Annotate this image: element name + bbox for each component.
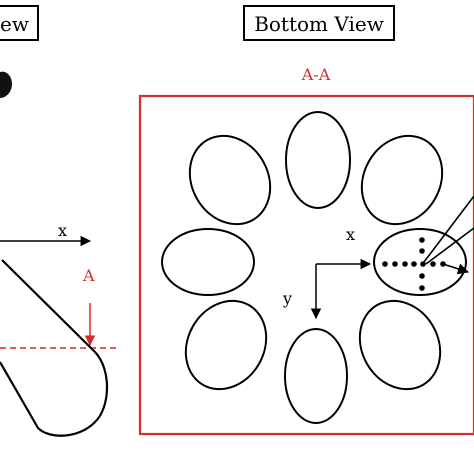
section-title: A-A [301,65,331,84]
section-marker-label: A [82,266,95,285]
ellipse-ring [161,111,467,424]
callout-lines [423,195,474,275]
left-title-fragment: ew [0,12,29,36]
section-frame [138,94,474,436]
sensor-dot-cross [382,237,446,291]
dark-blob [0,71,12,98]
local-x-axis-label: x [346,225,355,244]
ellipse-bottom-right [358,299,442,391]
left-x-axis-label: x [58,221,67,240]
ellipse-bottom [284,328,348,424]
ellipse-bottom-left [184,299,268,391]
ellipse-right-highlighted [373,228,467,296]
bottom-view-title-box: Bottom View [243,5,395,41]
right-panel: Bottom View A-A [138,5,474,436]
left-panel: ew x A [0,5,118,437]
left-title-box: ew [0,5,39,41]
ellipse-top [285,111,351,209]
local-axes: x y [282,225,372,320]
tilted-arm-outline [0,259,109,437]
bottom-view-title: Bottom View [254,12,384,36]
ellipse-top-left [188,134,272,226]
ellipse-left [161,228,255,296]
local-y-axis-label: y [282,289,292,308]
ellipse-top-right [360,134,444,226]
